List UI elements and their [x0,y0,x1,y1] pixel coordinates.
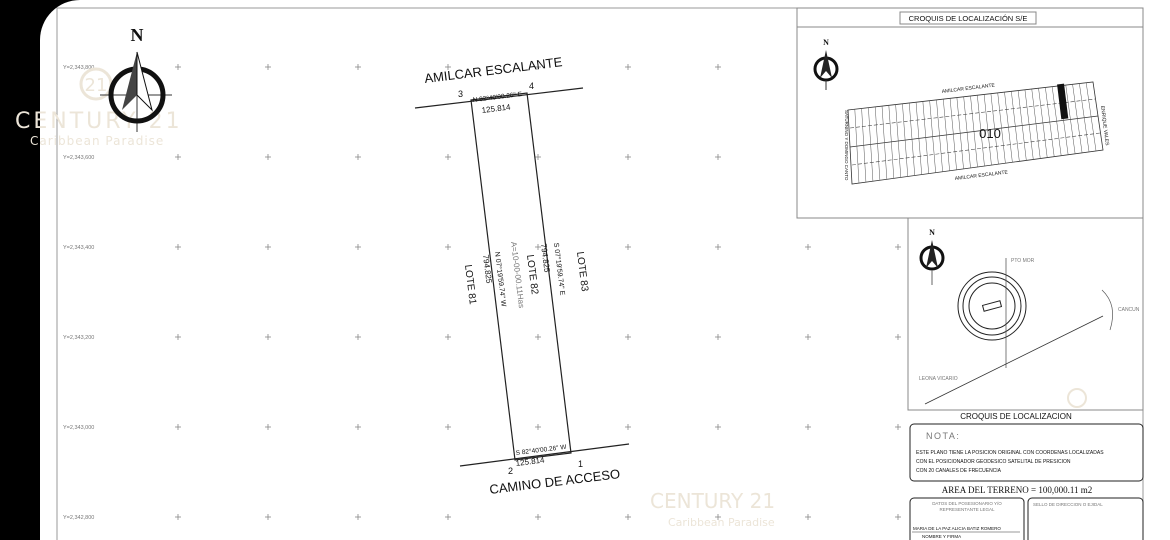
sketch-lot-divider [929,100,936,173]
vertex-label: 2 [508,466,513,476]
note-line: CON EL POSICIONADOR GEODESICO SATELITAL … [916,459,1071,465]
sketch-lot-divider [1045,87,1055,157]
location-sketch-title: CROQUIS DE LOCALIZACIÓN S/E [909,14,1028,23]
length-top: 125.814 [481,102,511,115]
sketch-lot-divider [943,99,950,171]
owner-heading: DATOS DEL POSESIONARIO Y/O [932,501,1002,506]
area-label: AREA DEL TERRENO = 100,000.11 m2 [942,485,1093,495]
sketch-lot-divider [963,96,971,168]
region-sketch-caption: CROQUIS DE LOCALIZACION [960,412,1072,421]
owner-heading: REPRESENTANTE LEGAL [940,507,995,512]
sketch-lot-divider [977,95,985,167]
sketch-lot-divider [1004,92,1013,163]
vertex-label: 4 [529,81,534,91]
north-arrow-icon: N [100,25,172,132]
sketch-lot-divider [854,109,860,184]
sketch-street-left: SATURNINO Y DOMINGO CANTO [844,110,849,181]
north-label: N [823,38,829,47]
seal-heading: SELLO DE DIRECCION O EJIDAL [1033,502,1103,507]
sketch-lot-divider [922,101,929,174]
sketch-lot-divider [915,102,922,175]
lot-area-label: A=10-00-00.11Has [509,241,526,308]
y-coord-label: Y=2,343,600 [63,155,94,161]
sketch-lot-divider [1085,82,1097,151]
sketch-lot-divider [1065,85,1076,154]
sketch-lot-divider [983,94,992,166]
block-number: 010 [979,126,1001,141]
signature-label: NOMBRE Y FIRMA [922,534,961,539]
length-right: 794.825 [539,243,552,273]
note-line: ESTE PLANO TIENE LA POSICION ORIGINAL CO… [916,450,1104,456]
y-coord-label: Y=2,342,800 [63,515,94,521]
sketch-lot-divider [888,105,895,179]
length-bottom: 125.814 [515,455,545,468]
length-left: 794.825 [481,254,494,284]
watermark-logo: 21 [85,75,108,96]
sketch-lot-divider [909,102,915,176]
sketch-lot-divider [868,107,874,182]
region-sketch-panel: N PTO MOR CANCUN LEONA VICARIO [907,217,1144,411]
bearing-right: S 07°19'59.74" E [552,242,566,296]
lot-82-label: LOTE 82 [524,254,540,295]
sketch-lot-divider [956,97,964,169]
sketch-lot-divider [1031,88,1041,159]
watermark-sub: Caribbean Paradise [668,516,775,529]
place-label: CANCUN [1118,307,1140,313]
note-box: NOTA: ESTE PLANO TIENE LA POSICION ORIGI… [909,423,1144,482]
y-coord-label: Y=2,343,400 [63,245,94,251]
sketch-lot-divider [1079,83,1090,152]
sketch-lot-divider [949,98,957,170]
north-arrow-icon: N [813,38,839,90]
lot-82-boundary [470,92,572,461]
road-line-bottom [459,443,630,467]
note-line: CON 20 CANALES DE FRECUENCIA [916,468,1002,474]
street-top-label: AMILCAR ESCALANTE [424,54,564,86]
vertex-label: 1 [578,459,583,469]
sketch-lot-divider [1038,88,1048,158]
lot-83-label: LOTE 83 [574,251,590,292]
place-label: LEONA VICARIO [919,376,958,382]
sketch-lot-divider [936,99,943,172]
north-arrow-icon: N [919,228,945,285]
sketch-lot-divider [881,106,888,180]
owner-box: DATOS DEL POSESIONARIO Y/O REPRESENTANTE… [909,497,1025,540]
century21-watermark: CENTURY 21 Caribbean Paradise [650,489,775,529]
sketch-lot-divider [1051,86,1062,156]
note-heading: NOTA: [926,431,960,441]
y-coord-label: Y=2,343,800 [63,65,94,71]
y-coord-label: Y=2,343,000 [63,425,94,431]
bearing-top: N 82°40'00.26" E [472,90,523,104]
sketch-street-right: ENRIQUE VALES [1099,106,1110,147]
seal-box: SELLO DE DIRECCION O EJIDAL [1027,497,1144,540]
road-line-top [414,87,584,109]
watermark-brand: CENTURY 21 [650,489,775,513]
sketch-lot-divider [1011,91,1020,162]
coordinate-grid [175,64,901,520]
location-sketch-panel: CROQUIS DE LOCALIZACIÓN S/E N 010 AMILCA… [796,7,1144,219]
y-coord-label: Y=2,343,200 [63,335,94,341]
sketch-lot-divider [874,106,881,181]
north-label: N [929,228,935,237]
sketch-lot-divider [895,104,902,178]
lot-81-label: LOTE 81 [462,264,478,305]
sketch-lot-divider [1024,89,1034,160]
sketch-lot-divider [861,108,867,183]
sketch-lot-divider [1072,84,1083,153]
watermark-sub: Caribbean Paradise [30,134,164,148]
owner-name: MARIA DE LA PAZ ALICIA BATIZ ROMERO [913,526,1001,531]
north-label: N [131,25,144,45]
sketch-lot-divider [997,92,1006,164]
sketch-lot-divider [990,93,999,165]
sketch-lot-divider [1017,90,1027,161]
place-label: PTO MOR [1011,258,1035,264]
sketch-lot-divider [970,95,978,168]
vertex-label: 3 [458,89,463,99]
sketch-lot-divider [902,103,909,177]
